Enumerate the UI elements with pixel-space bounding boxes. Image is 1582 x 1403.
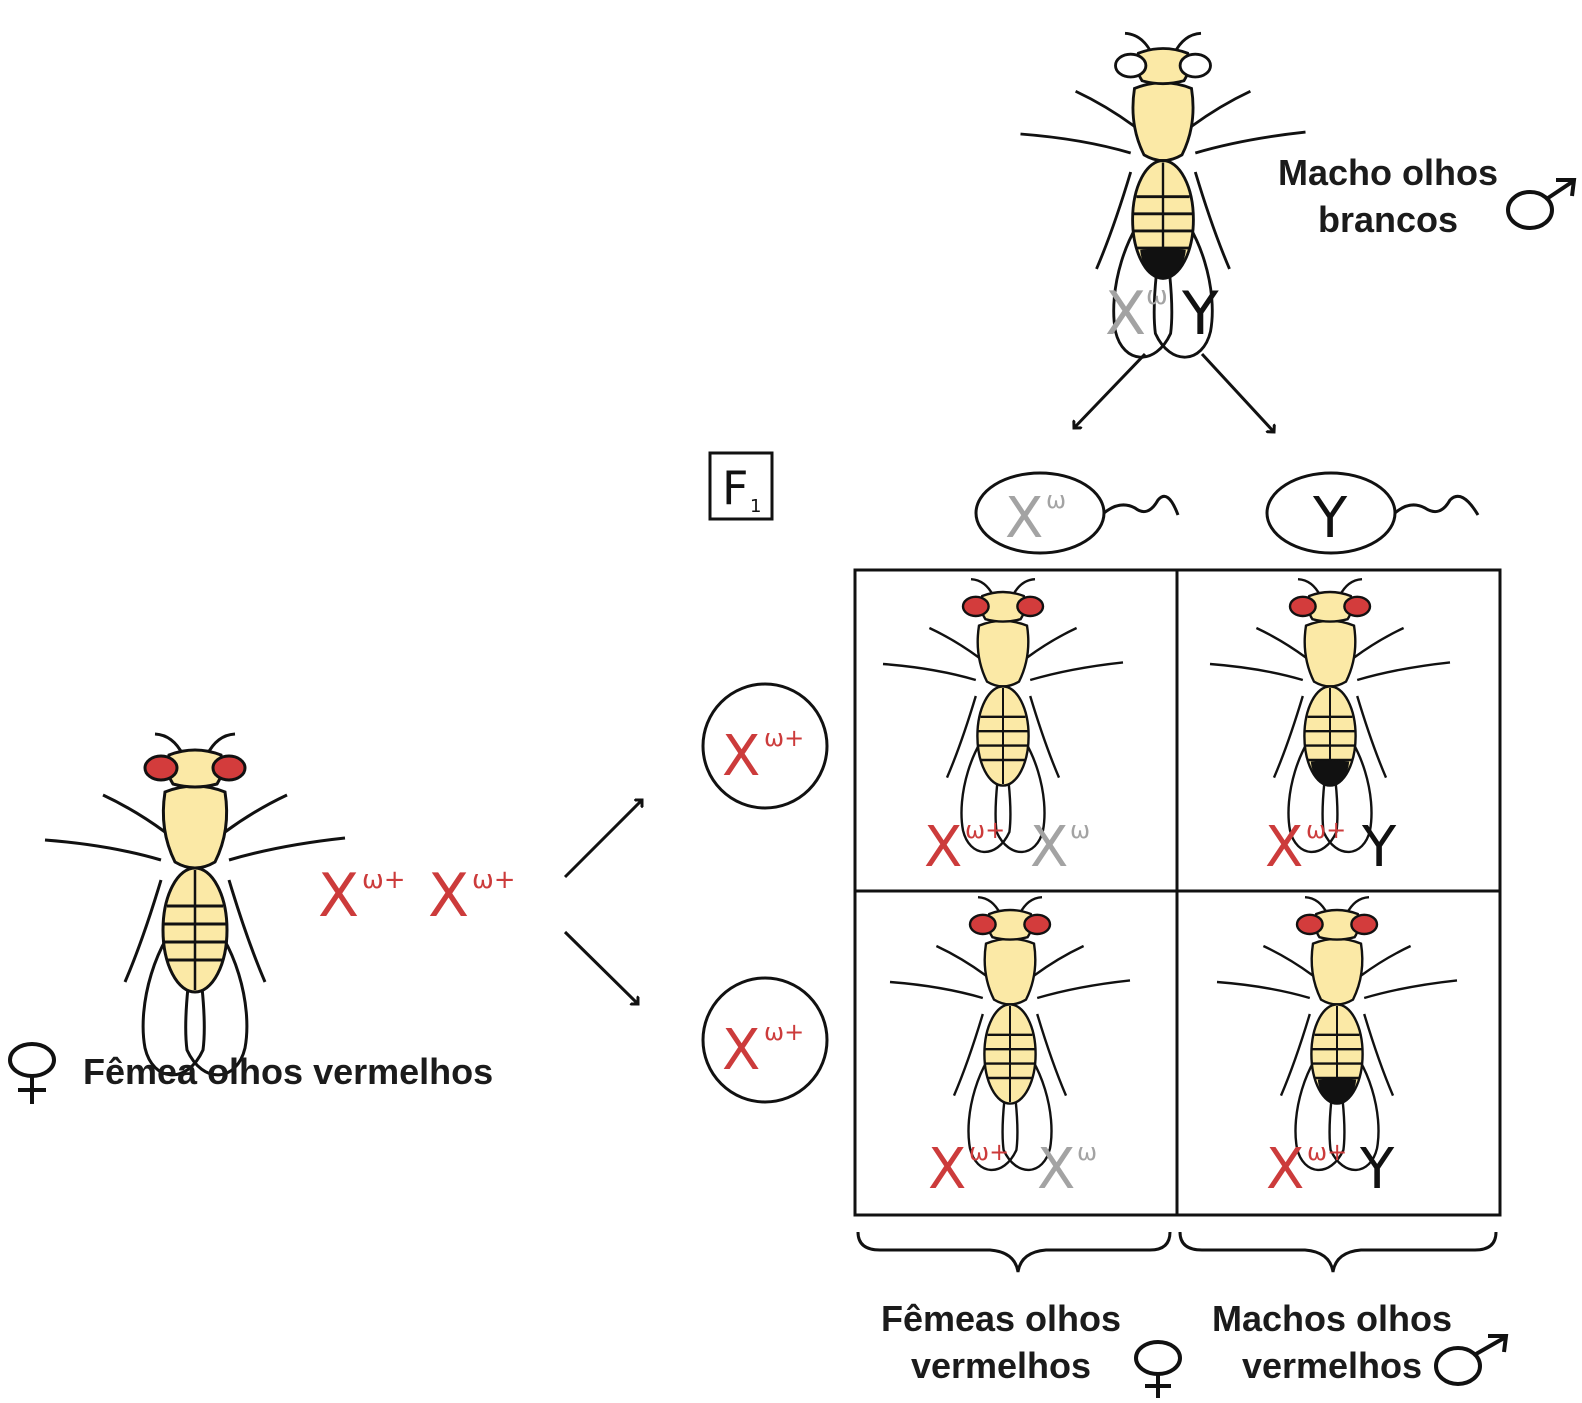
- female-genotype-sup1: ω+: [362, 865, 406, 895]
- female-offspring-label-line2: vermelhos: [910, 1344, 1092, 1386]
- allele-a: X: [1266, 1137, 1304, 1202]
- allele-b: Y: [1361, 815, 1397, 880]
- offspring-fly-icon: [1208, 578, 1452, 854]
- gamete-female-x-sup: ω+: [764, 1018, 804, 1046]
- cell-genotype-r1c2: X ω+ Y: [1265, 815, 1397, 880]
- allele-b: X: [1037, 1137, 1075, 1202]
- male-offspring-label-line1: Machos olhos: [1211, 1298, 1453, 1339]
- arrow-icon: [563, 800, 642, 879]
- female-genotype-x2: X: [428, 861, 469, 931]
- female-offspring-label: Fêmeas olhos vermelhos: [878, 1296, 1124, 1390]
- female-genotype: X ω+ X ω+: [318, 861, 516, 931]
- allele-a-sup: ω+: [969, 1138, 1009, 1166]
- gamete-male-y: Y: [1312, 486, 1348, 551]
- gamete-female-x: X: [722, 724, 760, 789]
- male-genotype-x: X: [1105, 279, 1146, 349]
- brace-icon: [856, 1231, 1172, 1273]
- egg-icon: X ω+: [701, 682, 829, 810]
- allele-b: X: [1030, 815, 1068, 880]
- allele-b-sup: ω: [1070, 816, 1090, 844]
- female-parent-fly-icon: [43, 732, 347, 1077]
- egg-icon: X ω+: [701, 976, 829, 1104]
- brace-icon: [1178, 1231, 1498, 1273]
- allele-a-sup: ω+: [1307, 1138, 1347, 1166]
- allele-b-sup: ω: [1077, 1138, 1097, 1166]
- arrow-icon: [563, 930, 638, 1004]
- male-offspring-label-line2: vermelhos: [1241, 1344, 1423, 1386]
- generation-letter: F: [722, 461, 748, 515]
- male-parent-label-line1: Macho olhos: [1277, 152, 1498, 193]
- gamete-female-x-sup: ω+: [764, 724, 804, 752]
- punnett-square: [853, 568, 1502, 1217]
- female-genotype-x1: X: [318, 861, 359, 931]
- cell-genotype-r1c1: X ω+ X ω: [924, 815, 1090, 880]
- gamete-female-x: X: [722, 1018, 760, 1083]
- offspring-fly-icon: [881, 578, 1125, 854]
- gamete-male-x: X: [1005, 486, 1043, 551]
- generation-label-f1: F 1: [708, 451, 774, 521]
- generation-sub: 1: [750, 496, 761, 517]
- female-genotype-sup2: ω+: [472, 865, 516, 895]
- female-symbol-icon: [1134, 1340, 1182, 1398]
- male-genotype: X ω Y: [1105, 279, 1219, 349]
- sperm-icon: X ω: [974, 471, 1180, 555]
- allele-a: X: [924, 815, 962, 880]
- allele-b: Y: [1359, 1137, 1395, 1202]
- allele-a: X: [928, 1137, 966, 1202]
- female-offspring-label-line1: Fêmeas olhos: [880, 1298, 1122, 1339]
- cell-genotype-r2c2: X ω+ Y: [1266, 1137, 1395, 1202]
- arrow-icon: [1074, 352, 1147, 428]
- offspring-fly-icon: [1215, 896, 1459, 1172]
- female-symbol-icon: [8, 1042, 56, 1104]
- male-parent-label-line2: brancos: [1317, 198, 1459, 240]
- female-parent-label: Fêmea olhos vermelhos: [83, 1051, 494, 1092]
- allele-a-sup: ω+: [1306, 816, 1346, 844]
- allele-a-sup: ω+: [965, 816, 1005, 844]
- cell-genotype-r2c1: X ω+ X ω: [928, 1137, 1097, 1202]
- male-symbol-icon: [1434, 1334, 1509, 1386]
- sperm-icon: Y: [1265, 471, 1480, 555]
- arrow-icon: [1200, 352, 1274, 432]
- male-symbol-icon: [1506, 178, 1577, 230]
- male-offspring-label: Machos olhos vermelhos: [1206, 1296, 1458, 1390]
- male-genotype-y: Y: [1181, 279, 1219, 349]
- offspring-fly-icon: [888, 896, 1132, 1172]
- allele-a: X: [1265, 815, 1303, 880]
- male-parent-label: Macho olhos brancos: [1270, 150, 1506, 244]
- male-genotype-x-sup: ω: [1146, 281, 1168, 311]
- gamete-male-x-sup: ω: [1046, 486, 1066, 514]
